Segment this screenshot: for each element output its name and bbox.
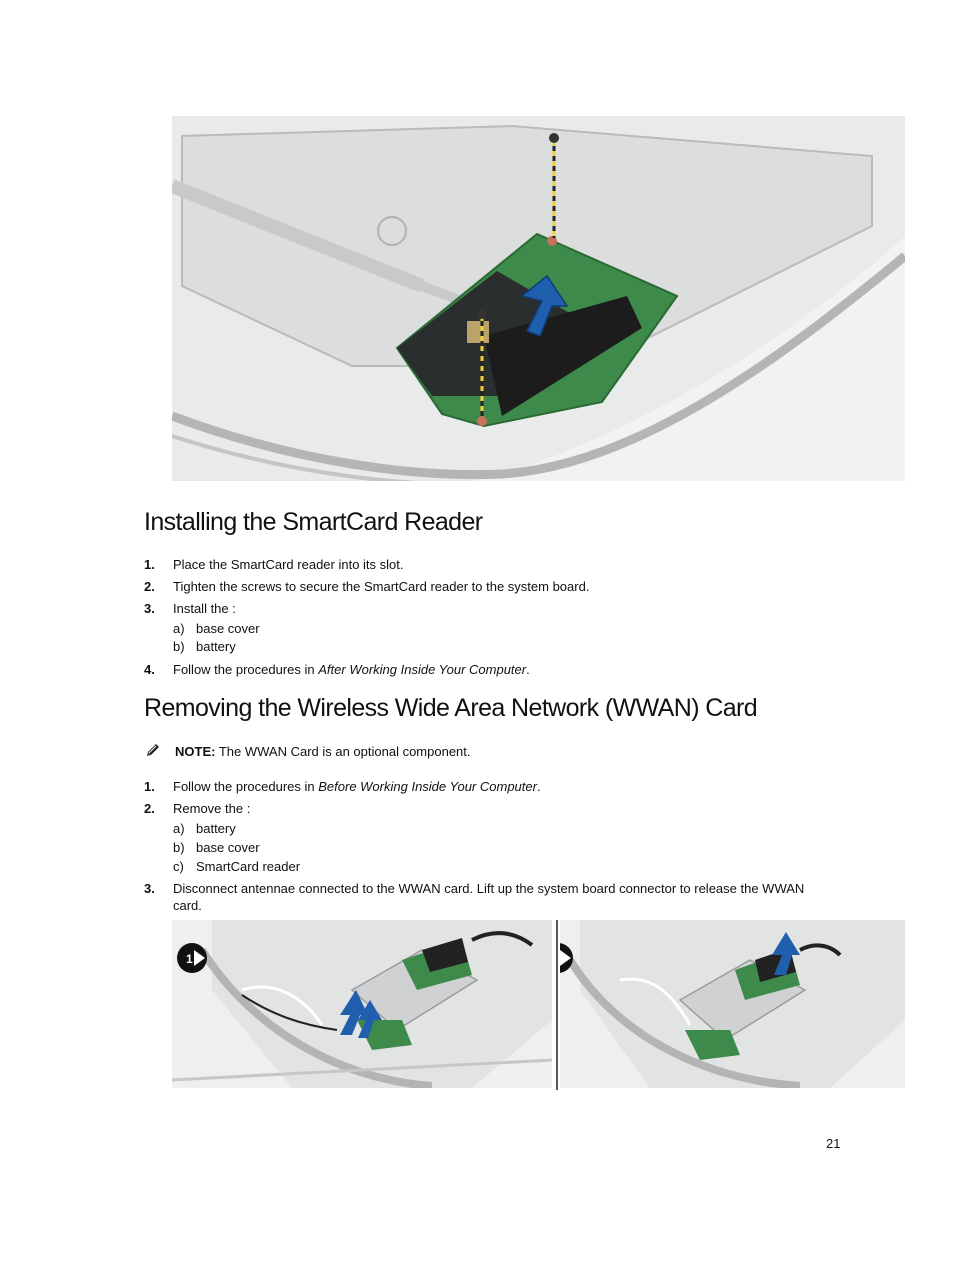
step-number: 4.: [144, 662, 155, 677]
step-number: 1.: [144, 557, 155, 572]
step-number: 2.: [144, 579, 155, 594]
section-heading-installing-smartcard-reader: Installing the SmartCard Reader: [144, 508, 483, 536]
step-number: 3.: [144, 601, 155, 616]
wwan-step-1-illustration: 1: [172, 920, 552, 1088]
figure-divider: [556, 920, 558, 1090]
page-number: 21: [826, 1136, 841, 1151]
cross-reference-link: Before Working Inside Your Computer: [318, 779, 537, 794]
step-text: Disconnect antennae connected to the WWA…: [173, 881, 805, 913]
pencil-note-icon: [144, 741, 162, 759]
step-text: Tighten the screws to secure the SmartCa…: [173, 579, 590, 594]
step-text: Follow the procedures in After Working I…: [173, 662, 530, 677]
cross-reference-link: After Working Inside Your Computer: [318, 662, 527, 677]
step-text: Follow the procedures in Before Working …: [173, 779, 541, 794]
note-text: NOTE: The WWAN Card is an optional compo…: [175, 744, 471, 759]
step-text: Install the :: [173, 601, 236, 616]
step-badge: 1: [186, 952, 193, 966]
step-text: Place the SmartCard reader into its slot…: [173, 557, 404, 572]
step-text: Remove the :: [173, 801, 251, 816]
section-heading-removing-wwan-card: Removing the Wireless Wide Area Network …: [144, 694, 758, 722]
smartcard-reader-illustration: [172, 116, 905, 481]
step-number: 3.: [144, 881, 155, 896]
wwan-step-2-illustration: 2: [560, 920, 905, 1088]
step-number: 2.: [144, 801, 155, 816]
step-number: 1.: [144, 779, 155, 794]
